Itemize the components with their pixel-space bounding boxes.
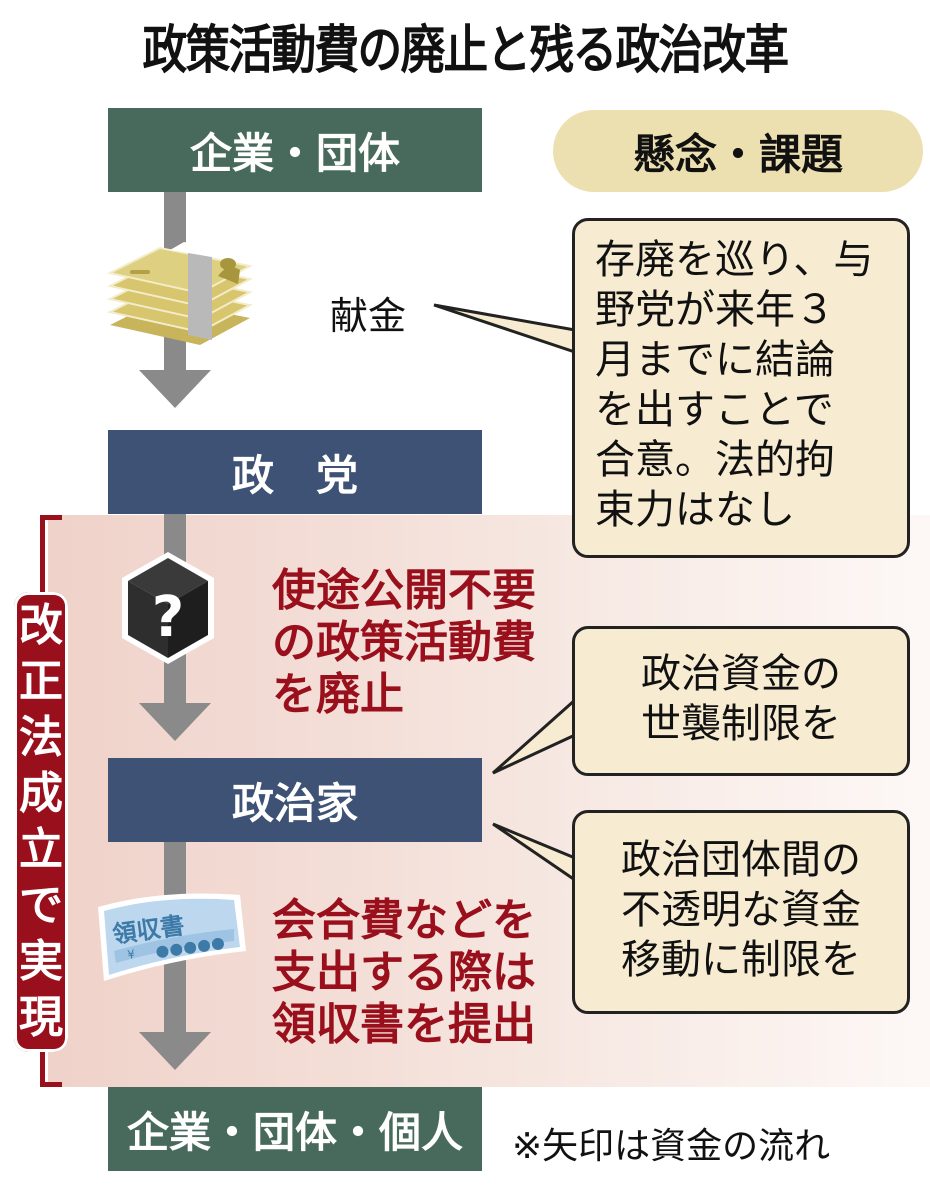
reform-item-submit-receipts: 会合費などを 支出する際は 領収書を提出	[272, 895, 536, 1050]
question-cube-icon: ?	[118, 548, 218, 668]
money-stack-icon	[100, 230, 260, 350]
concerns-header: 懸念・課題	[553, 110, 923, 192]
receipt-icon: 領収書 ¥	[92, 885, 252, 985]
infographic-title: 政策活動費の廃止と残る政治改革	[142, 21, 789, 81]
node-political-party: 政 党	[108, 430, 482, 514]
concern-bubble-inheritance-limit: 政治資金の 世襲制限を	[572, 626, 910, 776]
reform-vertical-label: 改 正 法 成 立 で 実 現	[14, 592, 68, 1052]
donation-label: 献金	[330, 294, 407, 338]
concern-bubble-fund-transfer-limit: 政治団体間の 不透明な資金 移動に制限を	[572, 810, 910, 1014]
footnote-arrow-meaning: ※矢印は資金の流れ	[512, 1126, 831, 1167]
node-companies-groups: 企業・団体	[108, 108, 482, 192]
flow-arrowhead-1	[139, 370, 211, 408]
node-companies-groups-individuals: 企業・団体・個人	[108, 1087, 482, 1171]
flow-arrowhead-2	[139, 703, 211, 741]
node-politician: 政治家	[108, 758, 482, 842]
svg-text:?: ?	[152, 585, 184, 650]
svg-text:¥: ¥	[126, 947, 136, 962]
flow-arrowhead-3	[139, 1032, 211, 1070]
reform-item-abolish-policy-activity-funds: 使途公開不要 の政策活動費 を廃止	[272, 565, 536, 720]
concern-bubble-policy-funds-deadline: 存廃を巡り、与 野党が来年３ 月までに結論 を出すことで 合意。法的拘 束力はな…	[572, 218, 910, 558]
